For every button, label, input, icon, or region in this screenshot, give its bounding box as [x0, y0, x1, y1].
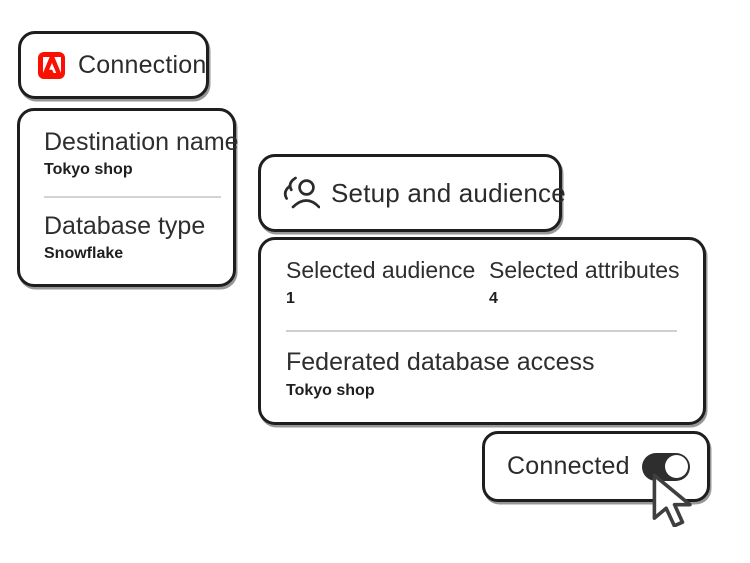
details-card: Selected audience 1 Selected attributes …	[258, 237, 706, 425]
stat-selected-attributes: Selected attributes 4	[489, 256, 680, 308]
selected-audience-value: 1	[286, 290, 295, 307]
selected-audience-label: Selected audience	[286, 257, 476, 283]
setup-audience-title: Setup and audience	[331, 177, 566, 208]
federated-access-value: Tokyo shop	[286, 381, 375, 399]
adobe-logo-icon	[38, 51, 65, 79]
audience-icon	[282, 175, 320, 211]
connected-label: Connected	[507, 452, 630, 480]
toggle-knob-icon	[664, 455, 688, 478]
divider	[286, 330, 677, 332]
connection-card: Connection	[18, 31, 209, 99]
selected-attributes-value: 4	[489, 290, 498, 307]
database-type-value: Snowflake	[44, 244, 124, 262]
connected-toggle[interactable]	[642, 452, 690, 481]
connection-card-title: Connection	[78, 50, 207, 79]
setup-audience-card: Setup and audience	[258, 154, 566, 232]
cursor-arrow-icon	[652, 473, 692, 527]
destination-name-label: Destination name	[44, 128, 239, 156]
database-type-label: Database type	[44, 211, 206, 240]
connected-card: Connected	[482, 431, 710, 502]
selected-attributes-label: Selected attributes	[489, 257, 680, 283]
destination-name-value: Tokyo shop	[44, 161, 133, 178]
divider	[44, 196, 221, 198]
stats-row: Selected audience 1 Selected attributes …	[286, 256, 680, 308]
stat-selected-audience: Selected audience 1	[286, 256, 489, 308]
federated-access-label: Federated database access	[286, 347, 595, 376]
destination-card: Destination name Tokyo shop Database typ…	[17, 108, 239, 287]
